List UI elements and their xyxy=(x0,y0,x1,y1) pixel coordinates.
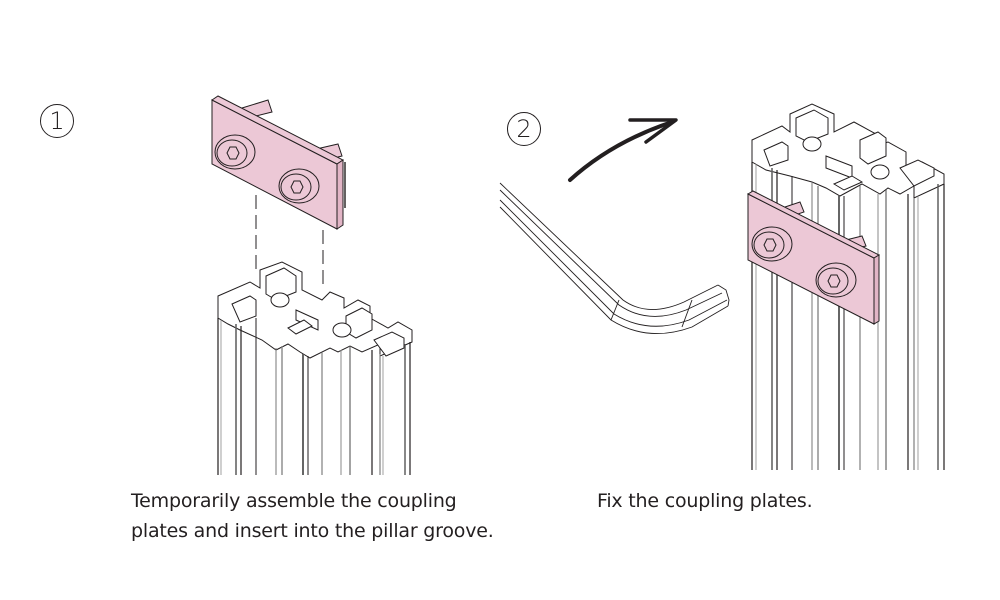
step-1-number: 1 xyxy=(49,107,65,135)
step-1-profile-ribs xyxy=(217,318,411,475)
step-1-caption: Temporarily assemble the coupling plates… xyxy=(131,486,551,546)
hex-key-wrench xyxy=(499,182,730,335)
step-1-number-badge: 1 xyxy=(40,104,74,138)
bolt-icon xyxy=(815,262,857,298)
arrowhead-icon xyxy=(628,118,678,144)
step-1-aluminum-profile xyxy=(217,261,413,359)
step-1-caption-line-2: plates and insert into the pillar groove… xyxy=(131,520,494,542)
bolt-icon xyxy=(214,134,256,170)
step-2-caption: Fix the coupling plates. xyxy=(597,486,897,516)
step-2-coupling-plate xyxy=(746,190,881,325)
bolt-icon xyxy=(278,168,320,204)
step-2-number: 2 xyxy=(516,115,532,143)
bolt-icon xyxy=(751,226,793,262)
step-1-coupling-plate xyxy=(211,95,346,230)
rotation-arrow-icon xyxy=(568,120,674,182)
step-2-caption-line-1: Fix the coupling plates. xyxy=(597,490,813,512)
step-2-aluminum-profile xyxy=(751,103,945,199)
step-1-caption-line-1: Temporarily assemble the coupling xyxy=(131,490,457,512)
step-2-number-badge: 2 xyxy=(507,112,541,146)
